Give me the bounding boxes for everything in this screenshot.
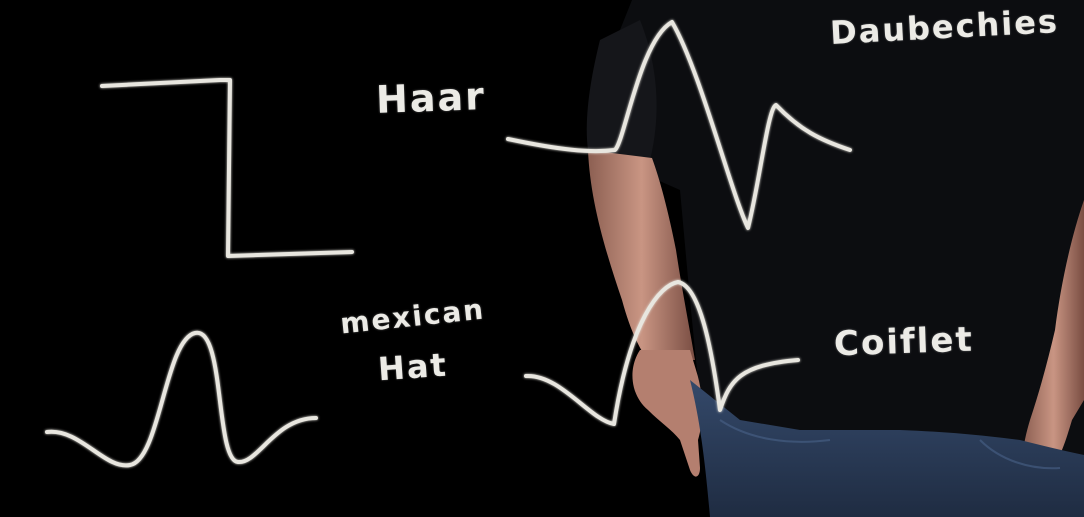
person-jeans	[690, 380, 1084, 517]
haar-wavelet-curve	[100, 78, 354, 258]
hat-label: Hat	[376, 345, 449, 389]
coiflet-label: Coiflet	[833, 319, 975, 365]
jeans-pocket-seam-right	[979, 439, 1061, 470]
daubechies-wavelet-curve	[506, 20, 852, 230]
jeans-pocket-seam	[719, 419, 831, 443]
haar-label: Haar	[375, 74, 487, 122]
coiflet-wavelet-curve	[524, 280, 800, 426]
person-left-arm	[588, 150, 695, 360]
mexican-hat-wavelet-curve	[45, 330, 318, 468]
person-left-hand	[632, 350, 703, 477]
shirt-sleeve	[586, 20, 657, 160]
person-right-arm	[1023, 200, 1084, 470]
